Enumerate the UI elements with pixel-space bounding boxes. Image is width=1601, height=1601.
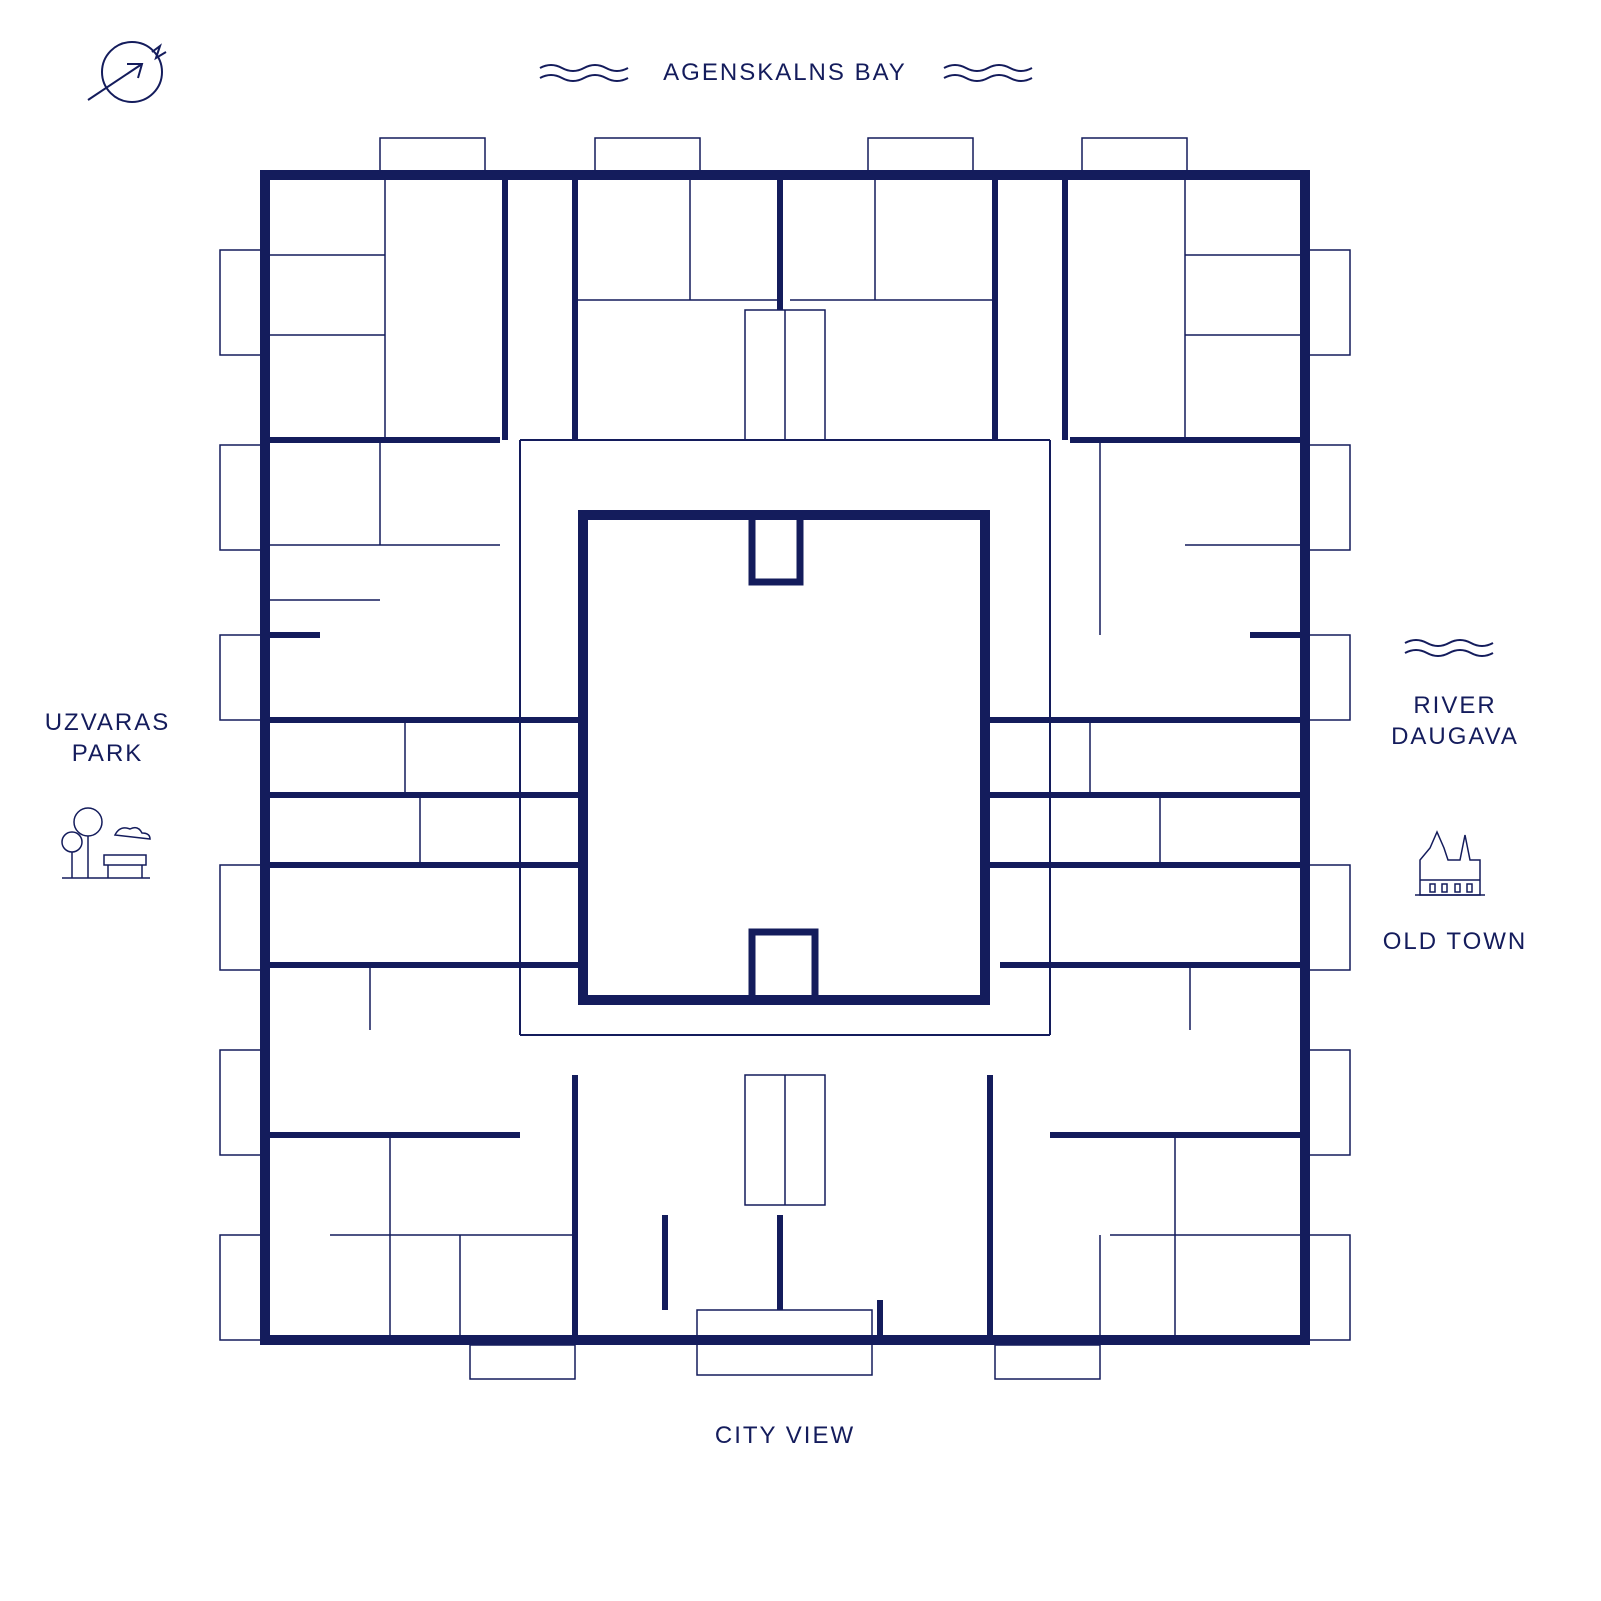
windows — [261, 190, 1309, 1225]
view-label-east: RIVER DAUGAVA — [1375, 690, 1535, 752]
interior-walls — [265, 175, 1305, 1340]
view-label-north: AGENSKALNS BAY — [663, 59, 907, 86]
view-label-east-line1: RIVER — [1413, 692, 1497, 719]
courtyard-bay-north — [748, 520, 804, 586]
old-town-church-icon — [1415, 830, 1485, 896]
view-label-east-line2: DAUGAVA — [1391, 723, 1519, 750]
courtyard-wall — [578, 510, 990, 1005]
corridor-wall — [519, 439, 1051, 1036]
stairwell-north — [744, 309, 826, 441]
waves-icon — [1404, 639, 1494, 657]
waves-icon — [539, 64, 1033, 82]
north-arrow-icon — [87, 41, 167, 103]
outer-wall — [260, 170, 1310, 1345]
view-label-west-line2: PARK — [71, 740, 144, 767]
building-plan — [219, 137, 1351, 1380]
stairwell-south — [744, 1074, 826, 1206]
view-label-west-line1: UZVARAS — [44, 709, 171, 736]
courtyard-bay-south — [748, 928, 819, 995]
room-walls — [265, 175, 1305, 1340]
balconies — [219, 137, 1351, 1380]
park-trees-bench-icon — [61, 807, 151, 879]
view-label-west: UZVARAS PARK — [30, 707, 185, 769]
view-label-old-town: OLD TOWN — [1382, 928, 1528, 955]
view-label-south: CITY VIEW — [714, 1422, 856, 1449]
